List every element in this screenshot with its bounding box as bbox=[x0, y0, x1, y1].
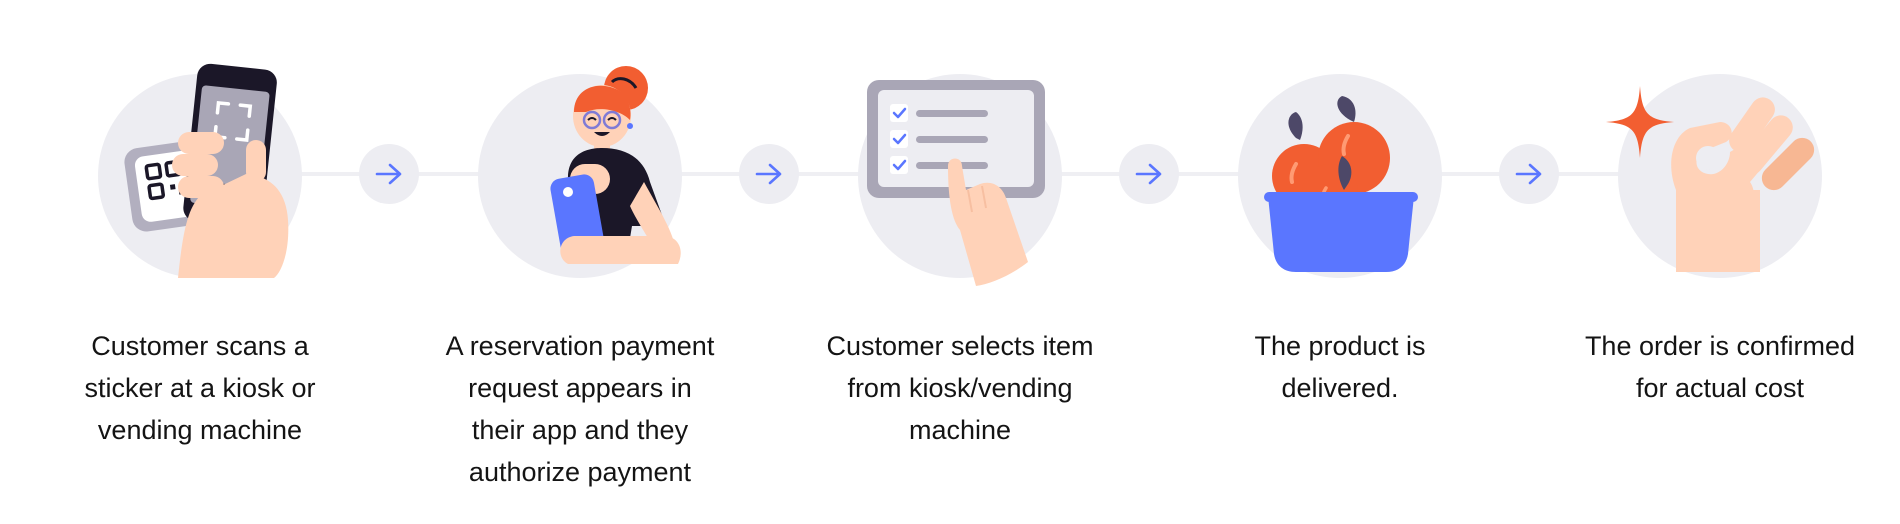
step-arrow-4 bbox=[1499, 144, 1559, 204]
hand-tapping-checklist-icon bbox=[858, 74, 1062, 286]
arrow-right-icon bbox=[1135, 163, 1162, 185]
woman-with-phone-icon bbox=[478, 66, 682, 278]
step-arrow-3 bbox=[1119, 144, 1179, 204]
step-5-caption: The order is confirmed for actual cost bbox=[1584, 331, 1856, 403]
ok-hand-sparkle-icon bbox=[1606, 74, 1822, 278]
step-1-caption: Customer scans a sticker at a kiosk or v… bbox=[84, 331, 316, 445]
step-2-illustration bbox=[440, 40, 720, 310]
step-3-caption: Customer selects item from kiosk/vending… bbox=[826, 331, 1094, 445]
arrow-right-icon bbox=[1515, 163, 1542, 185]
step-arrow-2 bbox=[739, 144, 799, 204]
step-4-illustration bbox=[1200, 40, 1480, 310]
step-4-caption: The product is delivered. bbox=[1254, 331, 1426, 403]
step-2-caption: A reservation payment request appears in… bbox=[445, 331, 715, 487]
arrow-right-icon bbox=[375, 163, 402, 185]
arrow-right-icon bbox=[755, 163, 782, 185]
phone-qr-scan-icon bbox=[98, 63, 302, 278]
step-5-illustration bbox=[1580, 40, 1860, 310]
fruit-basket-icon bbox=[1238, 74, 1442, 278]
step-3-illustration bbox=[820, 40, 1100, 310]
step-1-illustration bbox=[60, 40, 340, 310]
step-arrow-1 bbox=[359, 144, 419, 204]
